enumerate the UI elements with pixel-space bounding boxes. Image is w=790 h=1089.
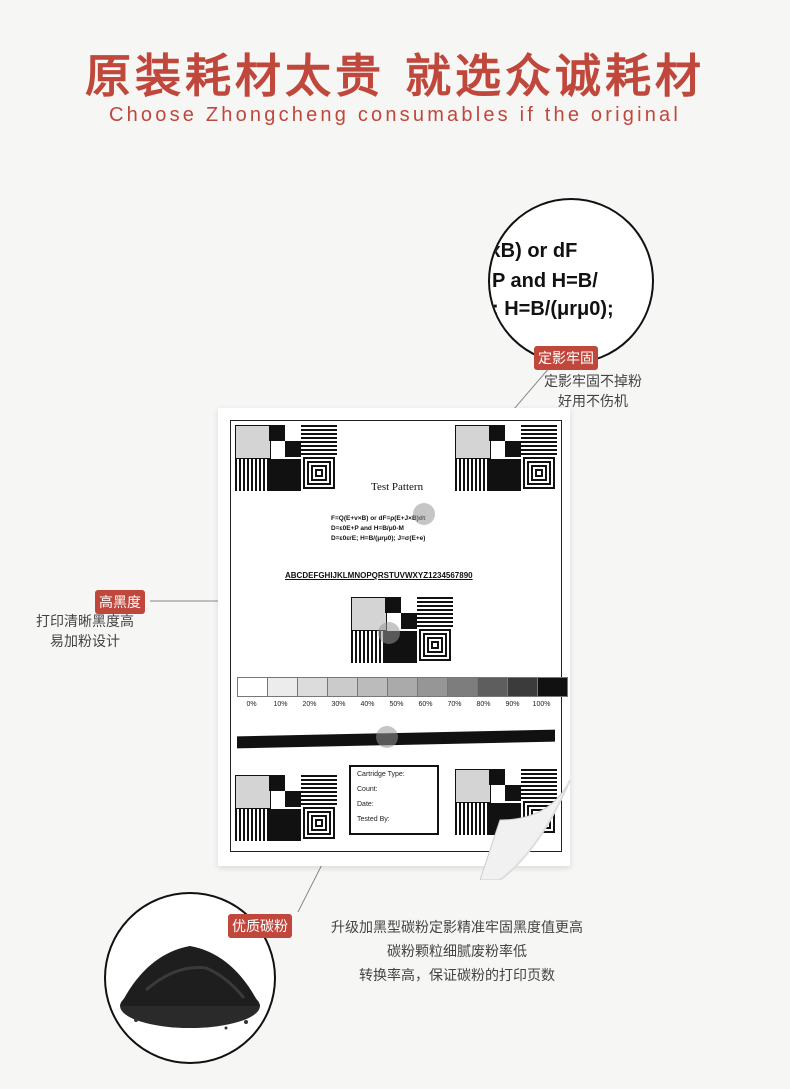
gray-label: 30% xyxy=(331,701,346,708)
gray-label: 0% xyxy=(246,701,257,708)
page-curl xyxy=(480,780,571,880)
grayscale-labels: 0% 10% 20% 30% 40% 50% 60% 70% 80% 90% 1… xyxy=(237,701,556,708)
fixing-desc-line-1: 定影牢固不掉粉 xyxy=(544,374,642,390)
magnifier-line-2: P and H=B/ xyxy=(492,270,598,292)
gray-label: 50% xyxy=(389,701,404,708)
test-pattern-title: Test Pattern xyxy=(371,481,424,493)
gray-label: 100% xyxy=(532,701,551,708)
formula-line-1: F=Q(E+v×B) or dF=ρ(E+J×B)dτ xyxy=(331,515,426,522)
highlight-dot-bar xyxy=(376,726,398,748)
gray-label: 10% xyxy=(273,701,288,708)
count-label: Count: xyxy=(357,786,378,793)
gray-label: 70% xyxy=(447,701,462,708)
headline-subtitle: Choose Zhongcheng consumables if the ori… xyxy=(108,104,682,126)
date-label: Date: xyxy=(357,801,374,808)
highlight-dot-pattern xyxy=(378,622,400,644)
toner-desc-line-2: 碳粉颗粒细腻废粉率低 xyxy=(387,944,527,960)
density-description: 打印清晰黑度高 易加粉设计 xyxy=(20,612,150,652)
fixing-tag: 定影牢固 xyxy=(534,346,598,370)
density-desc-line-2: 易加粉设计 xyxy=(50,634,120,650)
toner-desc-line-1: 升级加黑型碳粉定影精准牢固黑度值更高 xyxy=(331,920,583,936)
toner-description: 升级加黑型碳粉定影精准牢固黑度值更高 碳粉颗粒细腻废粉率低 转换率高，保证碳粉的… xyxy=(302,916,612,988)
density-desc-line-1: 打印清晰黑度高 xyxy=(36,614,134,630)
magnifier-line-1: /xB) or dF xyxy=(488,240,578,262)
density-tag: 高黑度 xyxy=(95,590,145,614)
cartridge-info-box: Cartridge Type: Count: Date: Tested By: xyxy=(349,765,439,835)
fixing-desc-line-2: 好用不伤机 xyxy=(558,394,628,410)
gray-label: 40% xyxy=(360,701,375,708)
gray-label: 90% xyxy=(505,701,520,708)
pattern-top-right xyxy=(453,423,559,493)
pattern-center xyxy=(349,595,455,665)
tested-by-label: Tested By: xyxy=(357,816,390,823)
gray-label: 80% xyxy=(476,701,491,708)
formula-line-3: D=ε0εrE; H=B/(μrμ0); J=σ(E+e) xyxy=(331,535,426,542)
magnifier-circle: /xB) or dF P and H=B/ ; H=B/(μrμ0); xyxy=(488,198,654,364)
gray-label: 60% xyxy=(418,701,433,708)
gray-label: 20% xyxy=(302,701,317,708)
test-page-frame: Test Pattern F=Q(E+v×B) or dF=ρ(E+J×B)dτ… xyxy=(230,420,568,852)
toner-pile-icon xyxy=(120,946,260,1030)
headline-title: 原装耗材太贵 就选众诚耗材 xyxy=(84,49,705,103)
fixing-description: 定影牢固不掉粉 好用不伤机 xyxy=(530,372,656,412)
alphabet-line: ABCDEFGHIJKLMNOPQRSTUVWXYZ1234567890 xyxy=(285,571,473,580)
highlight-dot-formula xyxy=(413,503,435,525)
cartridge-type-label: Cartridge Type: xyxy=(357,771,405,778)
toner-desc-line-3: 转换率高，保证碳粉的打印页数 xyxy=(359,968,555,984)
toner-tag: 优质碳粉 xyxy=(228,914,292,938)
toner-powder-image xyxy=(104,892,276,1064)
pattern-top-left xyxy=(233,423,339,493)
formula-line-2: D=ε0E+P and H=B/μ0-M xyxy=(331,525,404,532)
magnifier-line-3: ; H=B/(μrμ0); xyxy=(492,298,614,320)
pattern-bottom-left xyxy=(233,773,339,843)
grayscale-bar xyxy=(237,677,568,697)
